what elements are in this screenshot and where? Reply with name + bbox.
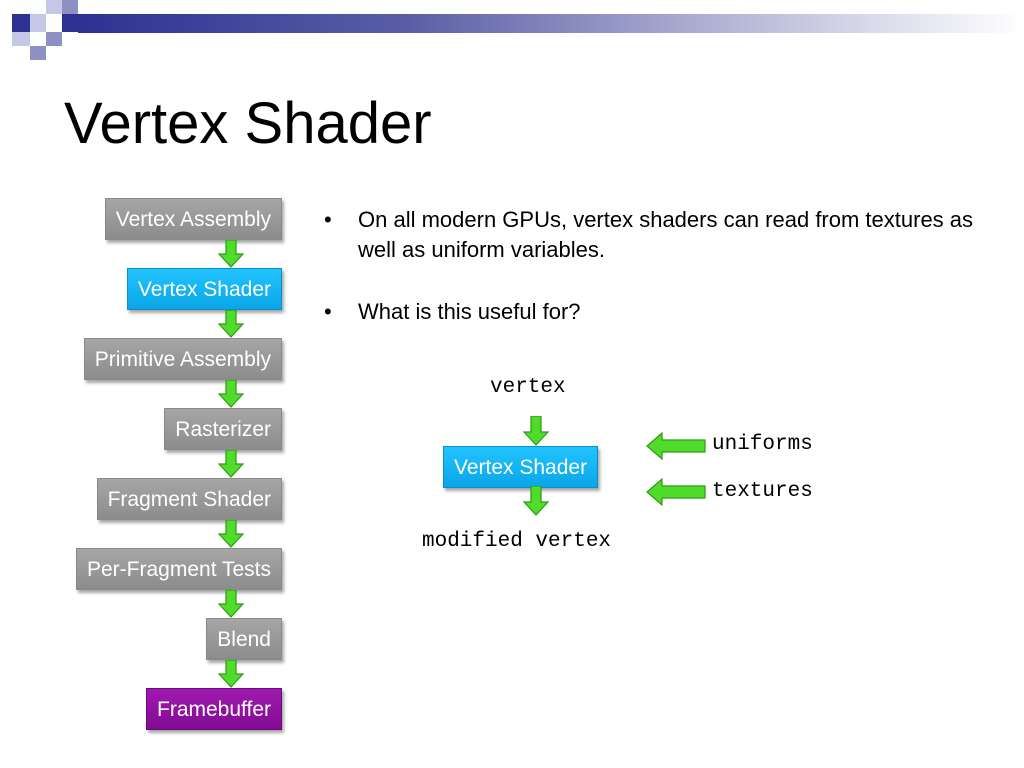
- stage-vertex-assembly: Vertex Assembly: [104, 198, 282, 240]
- bullet-dot: •: [324, 299, 332, 324]
- textures-arrow: [646, 478, 706, 506]
- bullet-list: • On all modern GPUs, vertex shaders can…: [322, 205, 982, 359]
- bullet-item: • On all modern GPUs, vertex shaders can…: [322, 205, 982, 265]
- diagram-input-arrow: [523, 416, 549, 446]
- stage-fragment-shader: Fragment Shader: [96, 478, 282, 520]
- uniforms-arrow: [646, 432, 706, 460]
- pipeline-arrow-3: [218, 380, 244, 408]
- pipeline-arrow-6: [218, 590, 244, 618]
- bullet-dot: •: [324, 207, 332, 232]
- stage-blend: Blend: [206, 618, 282, 660]
- stage-per-fragment-tests: Per-Fragment Tests: [75, 548, 282, 590]
- pipeline-arrow-1: [218, 240, 244, 268]
- uniforms-label: uniforms: [712, 433, 813, 456]
- bullet-text: What is this useful for?: [358, 299, 581, 324]
- bullet-item: • What is this useful for?: [322, 297, 982, 327]
- header-bar: [78, 14, 1024, 33]
- diagram-output-arrow: [523, 486, 549, 516]
- stage-rasterizer: Rasterizer: [164, 408, 282, 450]
- pipeline-arrow-2: [218, 310, 244, 338]
- stage-framebuffer: Framebuffer: [146, 688, 282, 730]
- diagram-output-label: modified vertex: [422, 530, 612, 553]
- diagram-vertex-shader: Vertex Shader: [443, 446, 599, 488]
- textures-label: textures: [712, 480, 813, 503]
- slide-title: Vertex Shader: [64, 91, 432, 156]
- pipeline-arrow-7: [218, 660, 244, 688]
- pipeline-arrow-5: [218, 520, 244, 548]
- stage-primitive-assembly: Primitive Assembly: [83, 338, 282, 380]
- stage-vertex-shader: Vertex Shader: [126, 268, 282, 310]
- pipeline-arrow-4: [218, 450, 244, 478]
- bullet-text: On all modern GPUs, vertex shaders can r…: [358, 207, 974, 262]
- diagram-input-label: vertex: [490, 376, 566, 399]
